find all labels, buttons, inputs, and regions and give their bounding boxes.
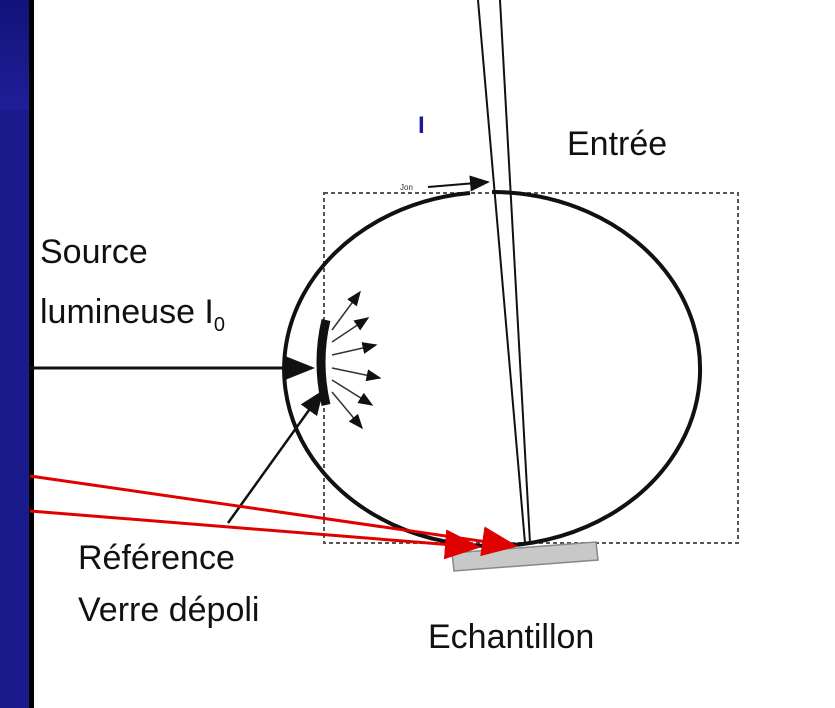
canvas-left-border	[29, 0, 34, 708]
intensity-label: I	[418, 112, 425, 139]
source-label-line2: lumineuse I0	[40, 292, 225, 345]
scattered-rays	[331, 290, 382, 430]
red-arrow-upper	[29, 474, 518, 557]
source-label-text: lumineuse I	[40, 293, 214, 331]
reference-ground-glass	[316, 318, 331, 407]
reference-label-line2: Verre dépoli	[78, 591, 260, 629]
reference-pointer-arrow	[226, 389, 324, 524]
sample-plate	[451, 541, 599, 572]
entrance-tiny-label: Jon	[400, 183, 413, 192]
source-label-subscript: 0	[213, 313, 225, 336]
enclosure-dashed-box	[323, 192, 739, 544]
source-label-line1: Source	[40, 233, 148, 271]
echantillon-label: Echantillon	[428, 618, 595, 656]
integrating-sphere	[282, 190, 703, 548]
detector-tube-right	[499, 0, 531, 544]
detector-tube-left	[477, 0, 526, 544]
entree-label: Entrée	[567, 125, 668, 163]
red-arrow-lower	[29, 509, 481, 560]
reference-label-line1: Référence	[78, 539, 235, 577]
entrance-arrow	[427, 175, 490, 192]
